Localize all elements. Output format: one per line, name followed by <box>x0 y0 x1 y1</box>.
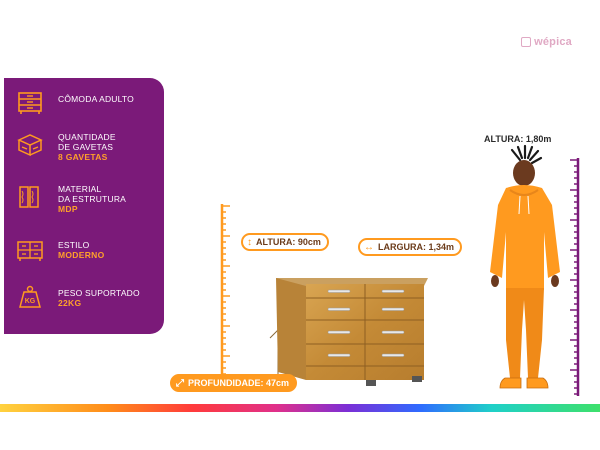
height-tag: ↕ ALTURA: 90cm <box>241 233 329 251</box>
spec-value: MDP <box>58 204 78 214</box>
spec-label: MATERIAL DA ESTRUTURA <box>58 184 127 204</box>
wood-material-icon <box>19 186 39 208</box>
person-height-label: ALTURA: 1,80m <box>484 134 552 144</box>
spec-label: PESO SUPORTADO <box>58 288 140 298</box>
weight-icon: KG <box>19 285 41 308</box>
brand-logo: wépica <box>521 36 572 48</box>
spec-value: 22KG <box>58 298 82 308</box>
depth-guide <box>269 328 279 378</box>
person-illustration <box>490 144 560 389</box>
dresser-illustration <box>276 278 428 386</box>
spec-label: QUANTIDADE DE GAVETAS <box>58 132 116 152</box>
height-label: ALTURA: 90cm <box>256 237 321 247</box>
svg-text:KG: KG <box>25 298 36 305</box>
spec-label: CÔMODA ADULTO <box>58 94 134 104</box>
spec-label: ESTILO <box>58 240 90 250</box>
spec-value: 8 GAVETAS <box>58 152 108 162</box>
spec-panel: CÔMODA ADULTO QUANTIDADE DE GAVETAS 8 GA… <box>4 78 164 334</box>
depth-tag: ⤢ PROFUNDIDADE: 47cm <box>170 374 298 392</box>
rainbow-divider <box>0 404 600 412</box>
depth-label: PROFUNDIDADE: 47cm <box>188 378 290 388</box>
horizontal-arrow-icon: ↔ <box>364 241 374 253</box>
style-icon <box>17 241 43 261</box>
diagonal-arrow-icon: ⤢ <box>176 377 184 389</box>
brand-name: wépica <box>534 36 572 48</box>
width-tag: ↔ LARGURA: 1,34m <box>358 238 463 256</box>
dresser-height-ruler <box>220 204 230 376</box>
brand-mark-icon <box>521 37 532 47</box>
vertical-arrow-icon: ↕ <box>247 236 252 248</box>
spec-value: MODERNO <box>58 250 105 260</box>
person-height-ruler <box>570 158 580 396</box>
width-label: LARGURA: 1,34m <box>378 242 455 252</box>
dresser-icon <box>18 92 42 114</box>
drawers-icon <box>17 134 43 157</box>
